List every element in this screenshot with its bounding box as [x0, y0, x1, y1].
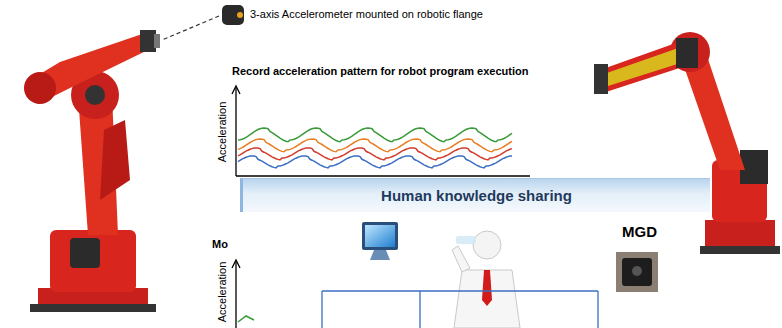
- chart-title: Record acceleration pattern for robot pr…: [232, 65, 528, 77]
- leader-line: [162, 16, 219, 40]
- acceleration-waves: [238, 128, 512, 168]
- person-figure: [452, 231, 520, 328]
- axis-label: Acceleration: [216, 102, 228, 163]
- wave: [238, 316, 254, 322]
- banner-band: Human knowledge sharing: [240, 178, 710, 212]
- wave: [238, 139, 512, 152]
- device-label: MGD: [622, 223, 657, 240]
- computer-icon: [362, 222, 398, 260]
- right-robot: [594, 32, 780, 254]
- axis-label: Acceleration: [216, 262, 228, 323]
- chart-axes: [232, 260, 240, 328]
- wave: [238, 148, 512, 160]
- chart-title: Mo: [212, 238, 228, 250]
- chart-axes: [232, 86, 530, 176]
- banner-text: Human knowledge sharing: [381, 187, 572, 204]
- left-robot: [24, 30, 160, 312]
- accelerometer-icon: [222, 5, 244, 25]
- mgd-device: [616, 252, 658, 292]
- callout-label: 3-axis Accelerometer mounted on robotic …: [250, 8, 483, 20]
- wave: [238, 156, 512, 168]
- box-outline: [322, 291, 598, 328]
